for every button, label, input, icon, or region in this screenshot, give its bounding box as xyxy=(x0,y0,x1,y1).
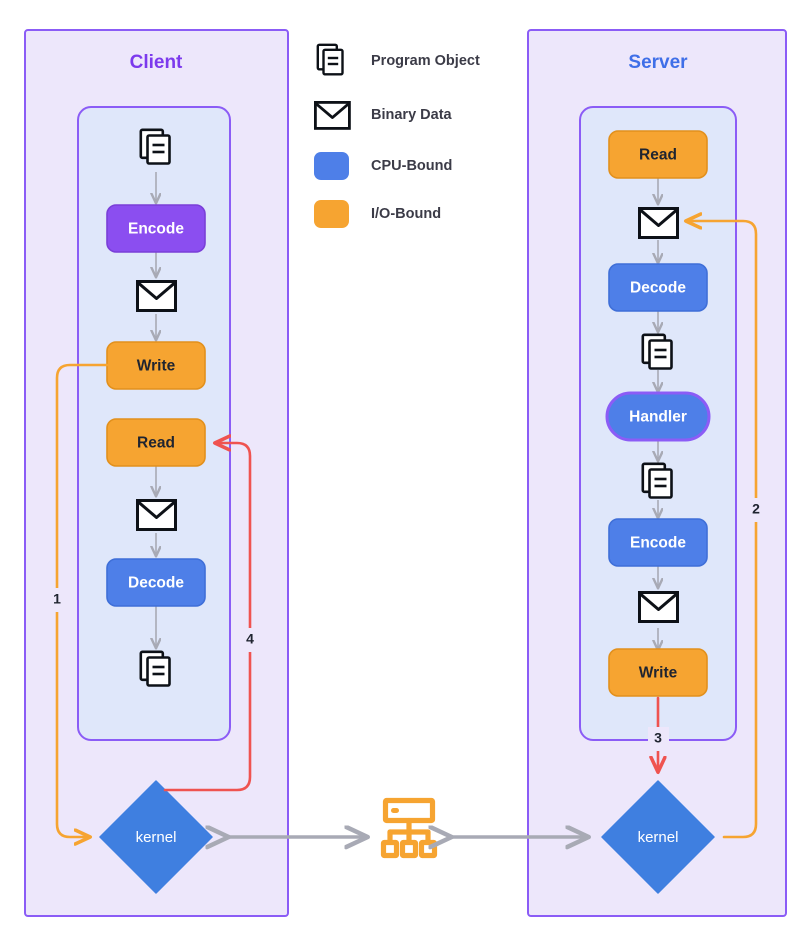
legend-swatch-io-bound xyxy=(314,200,349,228)
client-decode-node[interactable]: Decode xyxy=(106,558,206,607)
client-title: Client xyxy=(130,52,183,73)
client-binary-data-icon-1 xyxy=(136,280,177,312)
edge-4-number: 4 xyxy=(246,631,254,647)
edge-2-path xyxy=(686,221,758,839)
server-encode-node[interactable]: Encode xyxy=(608,518,708,567)
legend-label-binary-data: Binary Data xyxy=(371,107,453,123)
legend-swatch-cpu-bound xyxy=(314,152,349,180)
server-read-node[interactable]: Read xyxy=(608,130,708,179)
edge-4-number-bg xyxy=(239,628,261,652)
server-kernel-label: kernel xyxy=(638,829,679,846)
client-program-object-icon-2 xyxy=(139,650,171,687)
server-binary-data-icon-1 xyxy=(638,207,679,239)
legend-item-program-object: Program Object xyxy=(316,43,480,76)
server-kernel-node[interactable]: kernel xyxy=(601,780,715,894)
server-write-label: Write xyxy=(639,665,678,682)
server-decode-node[interactable]: Decode xyxy=(608,263,708,312)
client-kernel-node[interactable]: kernel xyxy=(99,780,213,894)
legend-binary-data-icon xyxy=(313,100,351,130)
legend-item-binary-data: Binary Data xyxy=(313,100,453,130)
edge-1-number-bg xyxy=(46,588,68,612)
client-kernel-label: kernel xyxy=(136,829,177,846)
legend-label-program-object: Program Object xyxy=(371,53,480,69)
server-encode-label: Encode xyxy=(630,535,686,552)
legend-program-object-icon xyxy=(316,43,344,76)
legend-label-io-bound: I/O-Bound xyxy=(371,206,441,222)
edge-3-number-bg xyxy=(648,727,669,751)
legend-item-io-bound: I/O-Bound xyxy=(314,200,441,228)
legend-item-cpu-bound: CPU-Bound xyxy=(314,152,452,180)
client-binary-data-icon-2 xyxy=(136,499,177,531)
client-encode-node[interactable]: Encode xyxy=(106,204,206,253)
edge-3-number: 3 xyxy=(654,730,662,746)
client-program-object-icon-1 xyxy=(139,128,171,165)
legend-label-cpu-bound: CPU-Bound xyxy=(371,158,452,174)
server-binary-data-icon-2 xyxy=(638,591,679,623)
network-sitemap-icon xyxy=(380,797,438,859)
server-write-node[interactable]: Write xyxy=(608,648,708,697)
edge-2-number-bg xyxy=(745,498,767,522)
server-program-object-icon-2 xyxy=(641,462,673,499)
server-decode-label: Decode xyxy=(630,280,686,297)
client-read-label: Read xyxy=(137,435,175,452)
client-write-label: Write xyxy=(137,358,176,375)
server-handler-label: Handler xyxy=(629,409,687,426)
server-handler-node[interactable]: Handler xyxy=(605,391,711,442)
client-write-node[interactable]: Write xyxy=(106,341,206,390)
edge-4-path xyxy=(163,443,252,792)
edge-1-number: 1 xyxy=(53,591,61,607)
server-program-object-icon-1 xyxy=(641,333,673,370)
client-decode-label: Decode xyxy=(128,575,184,592)
edge-2-number: 2 xyxy=(752,501,760,517)
client-encode-label: Encode xyxy=(128,221,184,238)
server-title: Server xyxy=(628,52,688,73)
client-read-node[interactable]: Read xyxy=(106,418,206,467)
server-read-label: Read xyxy=(639,147,677,164)
